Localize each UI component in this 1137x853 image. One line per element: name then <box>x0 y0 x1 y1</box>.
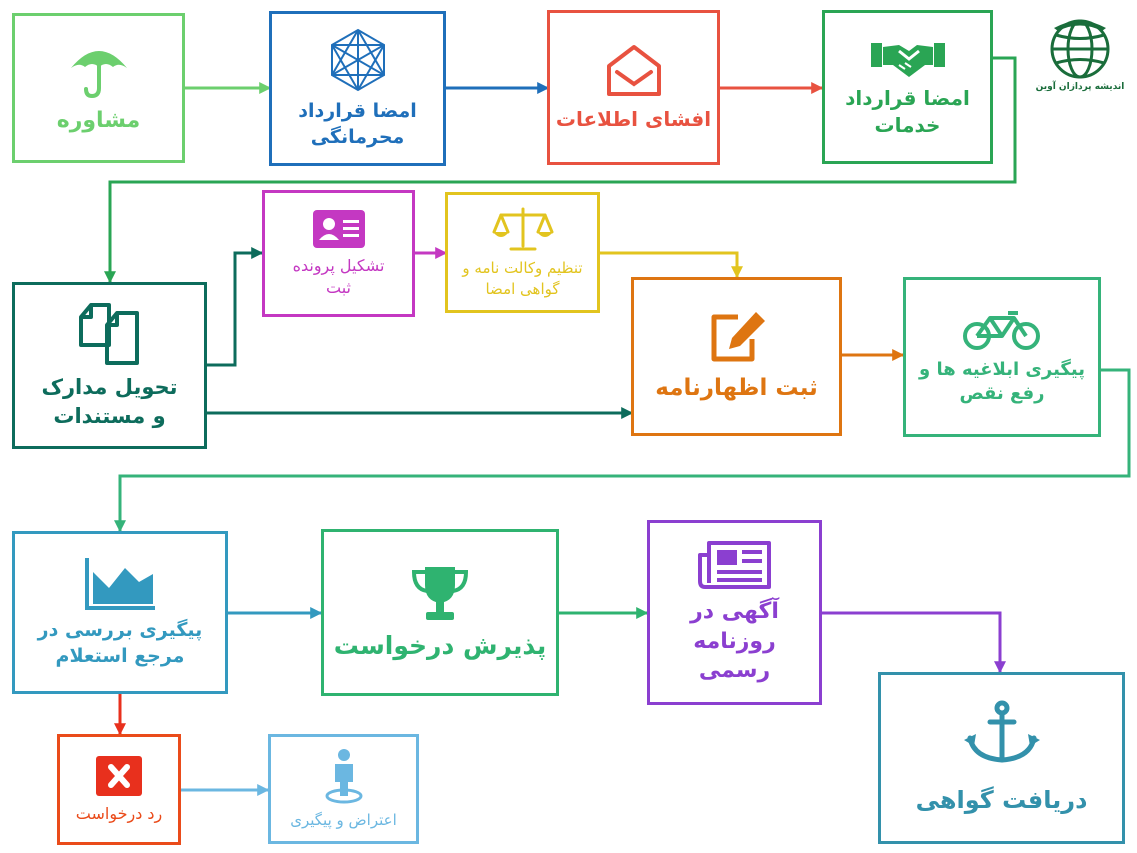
edit-icon <box>706 309 768 367</box>
step-followup-notices-label: پیگیری ابلاغیه ها و رفع نقص <box>919 358 1085 404</box>
copy-documents-icon <box>77 301 143 367</box>
step-reject-request-label: رد درخواست <box>75 803 163 823</box>
handshake-icon <box>869 35 947 79</box>
step-service-contract[interactable]: امضا قرارداد خدمات <box>822 10 993 164</box>
globe-icon <box>1030 18 1130 80</box>
step-official-gazette[interactable]: آگهی در روزنامه رسمی <box>647 520 822 705</box>
step-service-contract-label: امضا قرارداد خدمات <box>845 86 970 137</box>
network-icon <box>325 27 391 93</box>
step-acceptance[interactable]: پذیرش درخواست <box>321 529 559 696</box>
connector-arrow <box>822 611 1006 674</box>
balance-scale-icon <box>491 206 555 252</box>
company-name: اندیشه پردازان آوین <box>1035 82 1125 92</box>
step-inquiry-followup[interactable]: پیگیری بررسی در مرجع استعلام <box>12 531 228 694</box>
step-power-of-attorney-label: تنظیم وکالت نامه و گواهی امضا <box>462 259 583 298</box>
step-inquiry-followup-label: پیگیری بررسی در مرجع استعلام <box>37 618 203 667</box>
connector-arrow <box>600 251 743 279</box>
step-open-file[interactable]: تشکیل پرونده ثبت <box>262 190 415 317</box>
step-disclosure-label: افشای اطلاعات <box>555 107 712 131</box>
step-followup-notices[interactable]: پیگیری ابلاغیه ها و رفع نقص <box>903 277 1101 437</box>
step-deliver-documents[interactable]: تحویل مدارک و مستندات <box>12 282 207 449</box>
trophy-icon <box>409 563 471 623</box>
step-nda-contract[interactable]: امضا قرارداد محرمانگی <box>269 11 446 166</box>
step-deliver-documents-label: تحویل مدارک و مستندات <box>41 375 178 428</box>
step-nda-contract-label: امضا قرارداد محرمانگی <box>298 99 417 148</box>
step-reject-request[interactable]: رد درخواست <box>57 734 181 845</box>
step-consultation-label: مشاوره <box>56 108 141 134</box>
step-acceptance-label: پذیرش درخواست <box>333 630 547 660</box>
connector-arrow <box>207 247 264 367</box>
step-register-declaration-label: ثبت اظهارنامه <box>655 374 818 401</box>
open-envelope-icon <box>603 42 665 100</box>
step-official-gazette-label: آگهی در روزنامه رسمی <box>690 598 779 684</box>
step-receive-certificate-label: دریافت گواهی <box>915 785 1088 814</box>
anchor-icon <box>963 700 1040 766</box>
umbrella-icon <box>68 40 130 100</box>
step-open-file-label: تشکیل پرونده ثبت <box>292 255 385 297</box>
bicycle-icon <box>962 308 1042 352</box>
close-icon <box>95 755 143 797</box>
id-card-icon <box>312 209 366 249</box>
user-location-icon <box>324 748 364 804</box>
area-chart-icon <box>83 556 157 612</box>
step-register-declaration[interactable]: ثبت اظهارنامه <box>631 277 842 436</box>
company-logo: اندیشه پردازان آوین <box>1030 18 1130 92</box>
step-disclosure[interactable]: افشای اطلاعات <box>547 10 720 165</box>
connector-arrow <box>104 56 1017 284</box>
step-receive-certificate[interactable]: دریافت گواهی <box>878 672 1125 844</box>
newspaper-icon <box>697 539 773 591</box>
step-objection-label: اعتراض و پیگیری <box>290 810 397 829</box>
step-objection[interactable]: اعتراض و پیگیری <box>268 734 419 844</box>
step-consultation[interactable]: مشاوره <box>12 13 185 163</box>
step-power-of-attorney[interactable]: تنظیم وکالت نامه و گواهی امضا <box>445 192 600 313</box>
connector-arrow <box>114 368 1131 533</box>
